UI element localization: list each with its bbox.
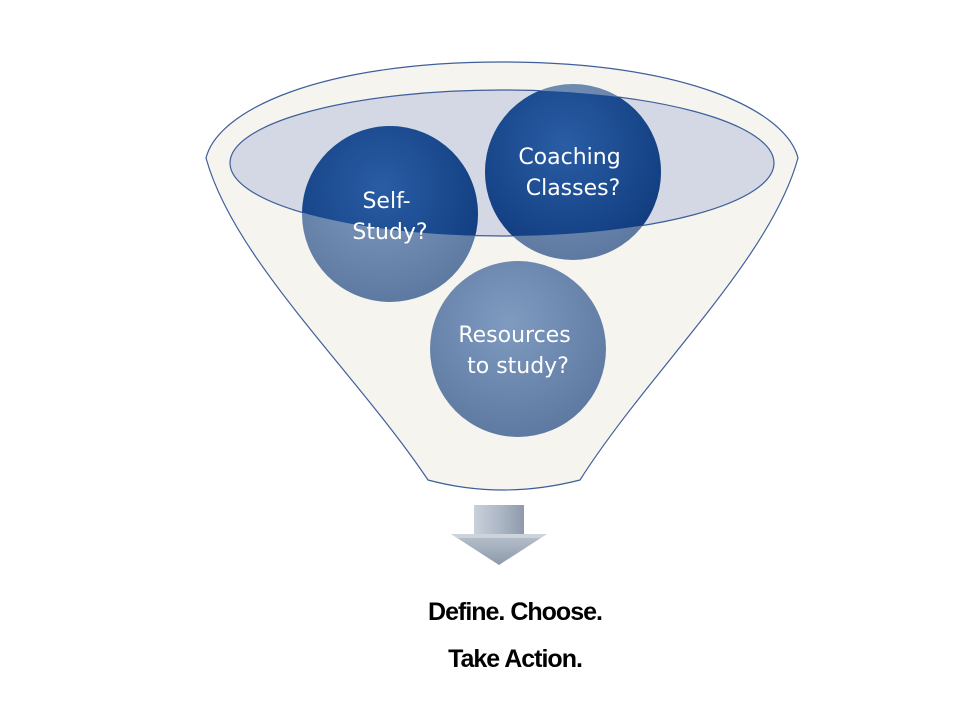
circle-self-study-line1: Self-: [362, 189, 410, 214]
svg-text:Coaching Classes?: Coaching Classes?: [518, 145, 627, 201]
caption-line1: Define. Choose.: [428, 598, 603, 626]
circle-resources-line1: Resources: [458, 323, 570, 348]
svg-text:Self- Study?: Self- Study?: [352, 189, 427, 245]
down-arrow-icon: [451, 505, 547, 565]
circle-self-study: Self- Study?: [302, 126, 478, 302]
svg-text:Resources to study?: Resources to study?: [458, 323, 577, 379]
circle-self-study-line2: Study?: [352, 220, 427, 245]
caption-line2: Take Action.: [448, 645, 583, 673]
circle-resources: Resources to study?: [430, 261, 606, 437]
circle-resources-line2: to study?: [467, 354, 569, 379]
circle-coaching-classes-line2: Classes?: [526, 176, 621, 201]
circle-coaching-classes: Coaching Classes?: [485, 84, 661, 260]
circle-coaching-classes-line1: Coaching: [518, 145, 620, 170]
